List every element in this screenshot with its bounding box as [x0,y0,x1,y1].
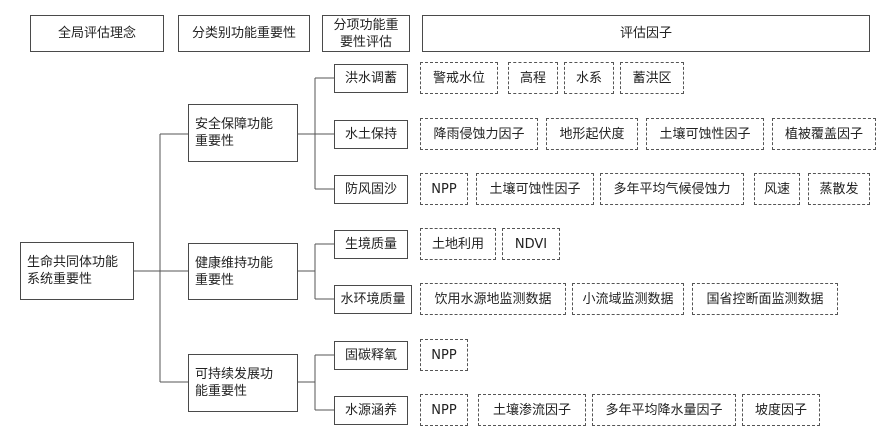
category-safety: 安全保障功能重要性 [188,104,298,162]
factor: NPP [420,173,468,205]
category-safety-text: 安全保障功能重要性 [195,117,274,149]
factor: 水系 [564,62,614,94]
factor: 饮用水源地监测数据 [420,283,566,315]
category-health: 健康维持功能重要性 [188,243,298,300]
category-sustainable: 可持续发展功能重要性 [188,354,298,412]
factor: 国省控断面监测数据 [692,283,838,315]
header-category-importance: 分类别功能重要性 [178,15,310,52]
header-item-assessment: 分项功能重要性评估 [322,15,410,52]
item-windbreak-sand-fixation: 防风固沙 [334,175,408,204]
header-factors: 评估因子 [422,15,870,52]
item-carbon-sequestration: 固碳释氧 [334,341,408,370]
factor: 坡度因子 [742,394,820,426]
item-habitat-quality: 生境质量 [334,230,408,259]
item-soil-conservation: 水土保持 [334,120,408,149]
item-flood-regulation: 洪水调蓄 [334,64,408,93]
factor: NPP [420,394,468,426]
factor: 地形起伏度 [546,118,638,150]
factor: 蓄洪区 [620,62,684,94]
item-water-conservation: 水源涵养 [334,396,408,425]
factor: NPP [420,339,468,371]
root-node-text: 生命共同体功能系统重要性 [27,255,119,287]
category-health-text: 健康维持功能重要性 [195,255,274,288]
factor: 警戒水位 [420,62,498,94]
factor: 土地利用 [420,228,496,260]
factor: 土壤可蚀性因子 [646,118,764,150]
header-item-assessment-text: 分项功能重要性评估 [333,17,399,50]
root-node: 生命共同体功能系统重要性 [20,242,134,300]
factor: 多年平均降水量因子 [592,394,736,426]
factor: 蒸散发 [808,173,870,205]
item-water-environment-quality: 水环境质量 [334,285,412,314]
factor: 土壤可蚀性因子 [476,173,594,205]
factor: 高程 [508,62,558,94]
factor: 小流域监测数据 [572,283,684,315]
factor: 多年平均气候侵蚀力 [600,173,744,205]
factor: 风速 [754,173,800,205]
factor: NDVI [502,228,560,260]
factor: 土壤渗流因子 [478,394,586,426]
factor: 降雨侵蚀力因子 [420,118,538,150]
category-sustainable-text: 可持续发展功能重要性 [195,367,274,399]
header-global-concept: 全局评估理念 [30,15,164,52]
factor: 植被覆盖因子 [772,118,876,150]
